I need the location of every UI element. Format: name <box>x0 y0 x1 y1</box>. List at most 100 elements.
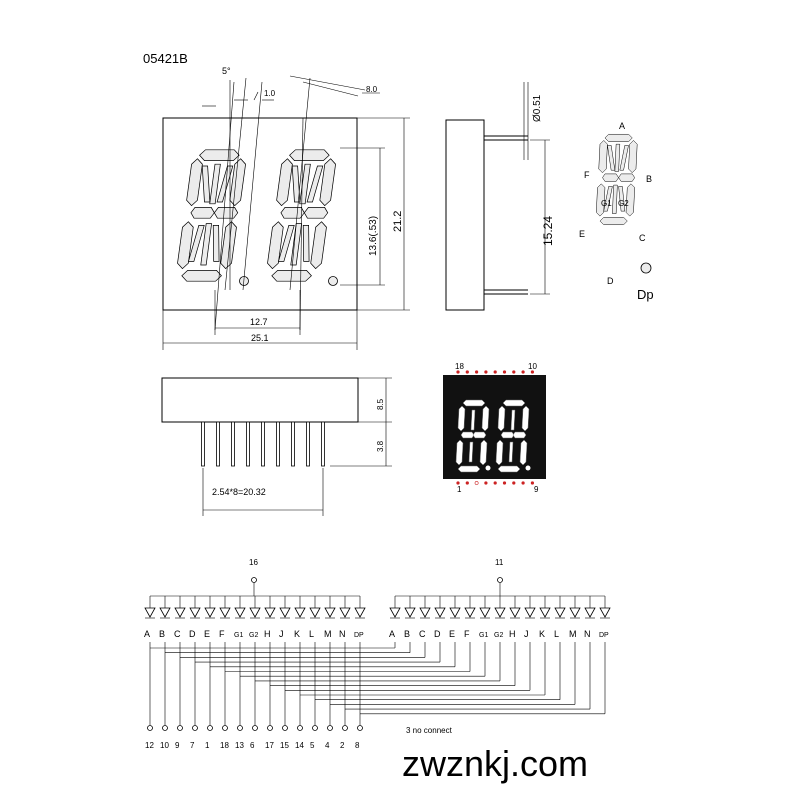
diode-symbol <box>354 607 366 618</box>
pin-node <box>297 725 303 731</box>
pin-number: 17 <box>265 741 274 750</box>
pin-number: 2 <box>340 741 345 750</box>
pin-node <box>207 725 213 731</box>
segment-label: E <box>449 629 455 639</box>
pin-node <box>267 725 273 731</box>
bottom-view: 8.5 3.8 2.54*8=20.32 <box>161 377 392 516</box>
pin-number: 15 <box>280 741 289 750</box>
diode-symbol <box>144 607 156 618</box>
front-view: 5° 1.0 8.0 13.6(.53) 21.2 12.7 25.1 <box>162 66 410 350</box>
pin-node <box>147 725 153 731</box>
diode-symbol <box>539 607 551 618</box>
common-pin-node <box>251 577 257 583</box>
segment-label: F <box>464 629 470 639</box>
part-number: 05421B <box>143 51 188 66</box>
seg-label-b: B <box>646 174 652 184</box>
seg-label-dp: Dp <box>637 287 654 302</box>
pin-dot <box>493 370 497 374</box>
pin <box>276 421 280 467</box>
seg-label-g1: G1 <box>601 199 612 208</box>
seg-label-g2: G2 <box>618 199 629 208</box>
photo-pin-10: 10 <box>528 362 537 371</box>
diode-symbol <box>249 607 261 618</box>
segment-label: B <box>404 629 410 639</box>
pin-node <box>252 725 258 731</box>
pin <box>216 421 220 467</box>
dim-12-7: 12.7 <box>250 317 268 327</box>
segment-label: G1 <box>479 632 488 639</box>
diode-symbol <box>309 607 321 618</box>
diode-symbol <box>264 607 276 618</box>
pin-dot <box>474 481 479 485</box>
segment-label: L <box>309 629 314 639</box>
pin-node <box>282 725 288 731</box>
pin-node <box>342 725 348 731</box>
segment-label: E <box>204 629 210 639</box>
segment-label: C <box>174 629 181 639</box>
segment-label: G2 <box>494 632 503 639</box>
diode-symbol <box>339 607 351 618</box>
pin-number: 4 <box>325 741 330 750</box>
segment-label: K <box>294 629 300 639</box>
front-body-outline <box>162 117 358 311</box>
pin <box>291 421 295 467</box>
segment-label: F <box>219 629 225 639</box>
pin-dot <box>465 481 469 485</box>
diode-symbol <box>599 607 611 618</box>
photo-pin-18: 18 <box>455 362 464 371</box>
pin-dot <box>475 370 479 374</box>
pin-dot <box>530 370 535 374</box>
pin-number: 1 <box>205 741 210 750</box>
pin-row <box>201 421 325 467</box>
diode-symbol <box>219 607 231 618</box>
pin-dot <box>512 481 516 485</box>
segment-label: H <box>264 629 271 639</box>
pin-node <box>237 725 243 731</box>
pin-number: 10 <box>160 741 169 750</box>
dim-pin-diameter: Ø0.51 <box>532 94 543 122</box>
diode-symbol <box>434 607 446 618</box>
pin-dot <box>521 481 525 485</box>
pin-node <box>357 725 363 731</box>
pin-number: 8 <box>355 741 360 750</box>
product-photo: 18 10 1 9 <box>443 362 546 494</box>
pin-dot <box>530 481 535 485</box>
photo-pin-dots <box>456 370 535 485</box>
pin-node <box>312 725 318 731</box>
dim-15-24: 15.24 <box>541 216 555 246</box>
diode-symbol <box>554 607 566 618</box>
diode-symbol <box>204 607 216 618</box>
segment-label: N <box>584 629 591 639</box>
dp-right <box>328 276 338 286</box>
side-body <box>445 119 485 311</box>
pin-dot <box>502 370 507 374</box>
diode-symbol <box>159 607 171 618</box>
pin-node <box>327 725 333 731</box>
segment-label: D <box>189 629 196 639</box>
common-pin-node <box>497 577 503 583</box>
segment-label: M <box>569 629 577 639</box>
pin-dot <box>465 370 469 374</box>
pin <box>246 421 250 467</box>
pin-number: 12 <box>145 741 154 750</box>
pin-dot <box>456 370 460 374</box>
segment-label: C <box>419 629 426 639</box>
pin-number: 13 <box>235 741 244 750</box>
pin-dot <box>493 481 497 485</box>
angle-label: 5° <box>222 66 231 76</box>
segment-label: N <box>339 629 346 639</box>
segment-label: A <box>389 629 395 639</box>
dim-pitch: 2.54*8=20.32 <box>212 487 266 497</box>
diode-symbol <box>174 607 186 618</box>
seg-label-e: E <box>579 229 585 239</box>
schematic: 16 11 A12B10C9D7E1F18G113G26H17J15K14L5M… <box>144 558 611 750</box>
photo-pin-1: 1 <box>457 485 462 494</box>
seg-label-d: D <box>607 276 614 286</box>
pin <box>261 421 265 467</box>
pin <box>306 421 310 467</box>
pin-number: 14 <box>295 741 304 750</box>
diode-symbol <box>404 607 416 618</box>
diode-symbol <box>294 607 306 618</box>
